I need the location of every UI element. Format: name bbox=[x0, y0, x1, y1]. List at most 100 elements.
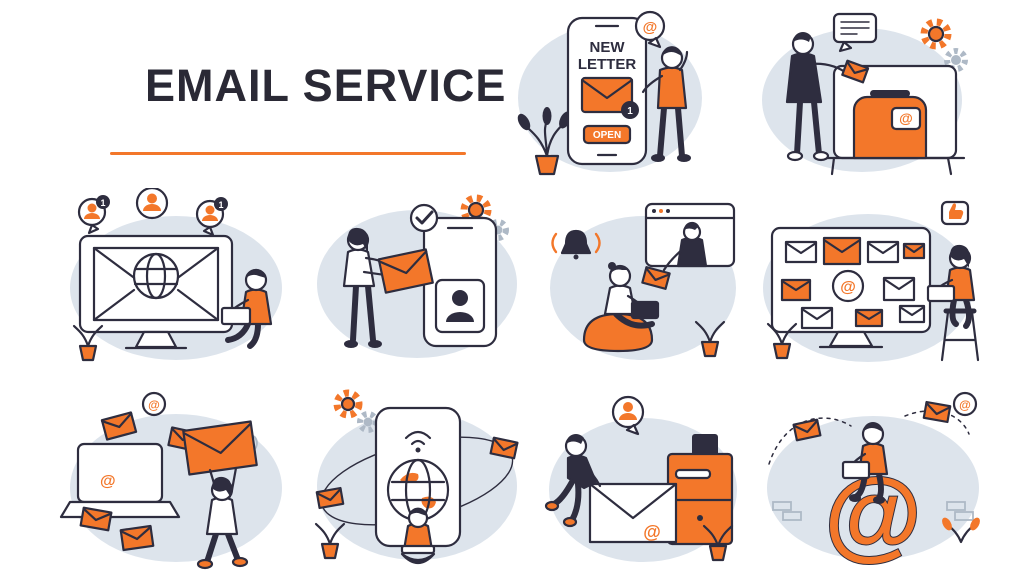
at-bubble: @ bbox=[952, 391, 978, 417]
person bbox=[641, 46, 691, 162]
big-at-icon: @ bbox=[824, 458, 922, 570]
plant bbox=[766, 322, 798, 360]
person-torso bbox=[656, 66, 688, 110]
flying-envelope bbox=[922, 400, 952, 424]
unread-badge: 1 bbox=[621, 101, 639, 119]
laptop bbox=[926, 284, 956, 303]
orbit-envelope bbox=[315, 486, 345, 510]
scene-mailbox-posting: @ bbox=[748, 6, 976, 176]
flying-envelope bbox=[119, 524, 155, 552]
notification-bubble: 1 bbox=[195, 197, 228, 237]
plant-pot bbox=[534, 154, 560, 176]
mailbox: @ bbox=[852, 90, 928, 160]
laptop: @ bbox=[59, 442, 181, 519]
person-cross-legged bbox=[400, 507, 436, 565]
new-letter-text-line1: NEW bbox=[590, 39, 626, 56]
post-counter bbox=[666, 434, 734, 546]
scene-new-letter-phone: NEW LETTER 1 OPEN bbox=[510, 6, 710, 178]
person bbox=[342, 227, 434, 348]
at-icon: @ bbox=[643, 522, 661, 542]
svg-text:1: 1 bbox=[627, 106, 633, 117]
page-title: EMAIL SERVICE bbox=[145, 60, 507, 112]
envelope-with-globe bbox=[92, 246, 220, 322]
contact-card bbox=[434, 278, 486, 334]
notification-bubble bbox=[135, 188, 169, 220]
person-torso bbox=[566, 454, 598, 490]
gear-icon bbox=[920, 18, 952, 50]
sender-person bbox=[662, 221, 708, 272]
at-icon: @ bbox=[899, 110, 913, 126]
at-icon: @ bbox=[959, 398, 971, 412]
flying-envelope bbox=[792, 418, 822, 442]
envelope bbox=[641, 266, 671, 290]
plant bbox=[702, 524, 734, 562]
at-icon: @ bbox=[840, 279, 856, 296]
laptop bbox=[220, 306, 252, 326]
bell-icon bbox=[551, 229, 601, 260]
title-underline bbox=[110, 152, 466, 155]
svg-text:OPEN: OPEN bbox=[593, 130, 621, 141]
at-icon: @ bbox=[100, 473, 116, 490]
person-with-laptop bbox=[220, 268, 273, 349]
person-torso bbox=[205, 496, 239, 536]
scene-sending-envelopes-laptop: @ @ @ bbox=[58, 386, 292, 570]
flying-envelope bbox=[100, 411, 138, 441]
at-label: @ bbox=[890, 106, 922, 131]
laptop bbox=[400, 544, 436, 555]
plant bbox=[72, 324, 104, 362]
gear-icon bbox=[333, 389, 363, 419]
gear-icon-small bbox=[944, 48, 968, 72]
badge-count: 1 bbox=[100, 198, 105, 208]
background-blob bbox=[767, 416, 979, 560]
person-on-stool bbox=[926, 244, 980, 362]
profile-speech-bubble bbox=[611, 395, 645, 436]
plant bbox=[694, 320, 726, 358]
globe-icon bbox=[132, 252, 180, 300]
envelope bbox=[377, 248, 434, 294]
bricks bbox=[772, 501, 974, 521]
orbit-envelope bbox=[489, 436, 519, 460]
big-envelope: @ bbox=[588, 482, 678, 544]
check-bubble bbox=[409, 203, 439, 233]
plant bbox=[942, 517, 980, 544]
new-letter-text-line2: LETTER bbox=[578, 56, 636, 73]
scene-message-handoff bbox=[542, 190, 744, 368]
person-running bbox=[544, 434, 602, 528]
person bbox=[785, 32, 870, 162]
scene-envelope-to-phone bbox=[306, 188, 528, 368]
plant bbox=[314, 522, 346, 560]
envelope-grid: @ bbox=[780, 236, 926, 330]
scene-mail-delivery: @ bbox=[542, 388, 744, 570]
open-button: OPEN bbox=[582, 124, 632, 145]
scene-at-sign-user: @ @ bbox=[755, 386, 990, 570]
scene-mailbox-full-monitor: @ bbox=[756, 190, 990, 370]
mail-icon bbox=[580, 76, 634, 114]
person-with-laptop bbox=[603, 262, 660, 329]
letter-speech-bubble bbox=[832, 12, 878, 53]
at-bubble: @ bbox=[141, 391, 167, 417]
notification-bubble: 1 bbox=[77, 195, 110, 235]
phone: NEW LETTER 1 OPEN bbox=[566, 16, 648, 166]
person-carrying-envelope bbox=[182, 420, 258, 570]
at-speech-bubble: @ bbox=[634, 10, 666, 49]
at-icon: @ bbox=[148, 398, 160, 412]
wifi-icon bbox=[404, 430, 432, 453]
envelope bbox=[841, 59, 870, 84]
scene-incoming-mail-monitor: 1 1 bbox=[58, 188, 292, 368]
flying-envelope bbox=[79, 506, 113, 532]
at-circle: @ bbox=[831, 269, 865, 303]
check-icon bbox=[415, 210, 434, 225]
scene-global-mobile-mail bbox=[306, 386, 528, 570]
big-envelope bbox=[182, 420, 258, 476]
plant bbox=[517, 107, 571, 176]
person-on-at bbox=[841, 422, 889, 504]
person-torso bbox=[603, 284, 637, 316]
badge-count: 1 bbox=[218, 200, 223, 210]
at-icon: @ bbox=[643, 19, 658, 36]
phone bbox=[422, 216, 498, 348]
laptop bbox=[841, 460, 871, 480]
like-bubble bbox=[940, 200, 970, 226]
person-torso bbox=[342, 248, 376, 288]
browser-window bbox=[644, 202, 736, 272]
